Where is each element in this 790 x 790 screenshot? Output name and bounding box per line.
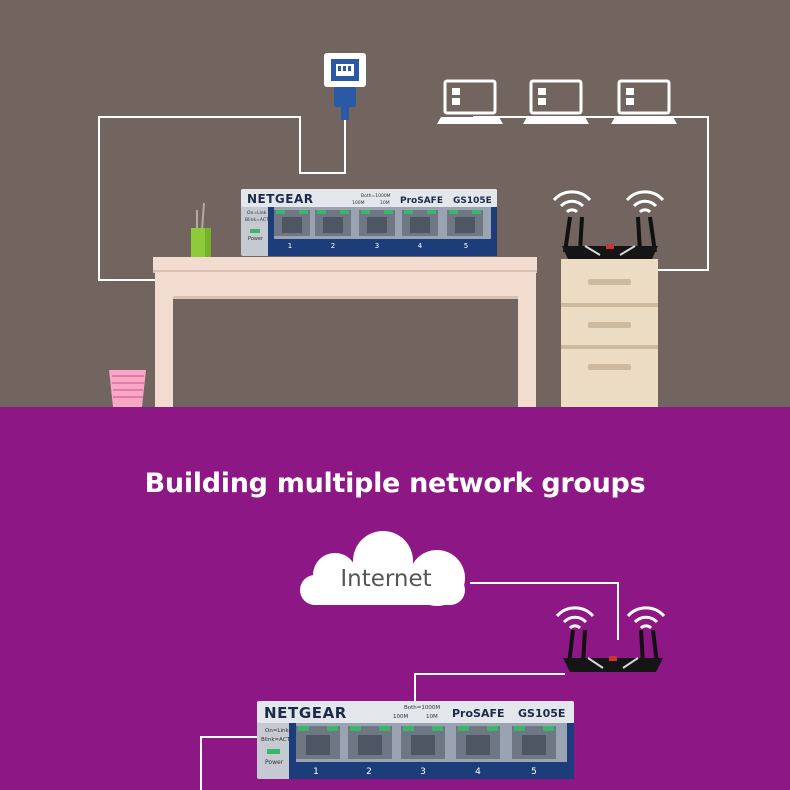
router-icon-bottom bbox=[555, 606, 666, 672]
port-icon bbox=[401, 726, 445, 759]
port-number: 1 bbox=[288, 242, 292, 250]
switch-speed-10: 10M bbox=[426, 714, 438, 720]
port-icon bbox=[348, 726, 392, 759]
port-icon bbox=[296, 726, 340, 759]
port-icon bbox=[274, 210, 310, 236]
laptop-icon-3 bbox=[609, 79, 679, 126]
switch-device-bottom: NETGEAR Both=1000M 100M 10M ProSAFE GS10… bbox=[257, 701, 574, 779]
switch-speed-100: 100M bbox=[352, 200, 365, 206]
switch-speed-line: Both=1000M bbox=[404, 705, 440, 711]
switch-speed-10: 10M bbox=[380, 200, 390, 206]
port-icon bbox=[315, 210, 351, 236]
switch-power-label: Power bbox=[248, 236, 264, 242]
port-number: 2 bbox=[366, 767, 372, 777]
wifi-icon bbox=[626, 606, 666, 630]
switch-brand: NETGEAR bbox=[247, 192, 314, 206]
port-icon bbox=[456, 726, 500, 759]
switch-led-act: Blink=ACT bbox=[245, 217, 269, 223]
switch-speed-line: Both=1000M bbox=[361, 193, 391, 199]
port-icon bbox=[402, 210, 438, 236]
switch-power-label: Power bbox=[265, 759, 284, 766]
wifi-icon bbox=[552, 190, 592, 214]
switch-led-act: Blink=ACT bbox=[261, 737, 291, 743]
router-icon-top bbox=[552, 190, 665, 259]
laptop-icon-1 bbox=[435, 79, 505, 126]
port-icon bbox=[447, 210, 483, 236]
switch-led-link: On=Link bbox=[247, 210, 267, 216]
port-number: 4 bbox=[475, 767, 481, 777]
port-icon bbox=[359, 210, 395, 236]
port-number: 5 bbox=[531, 767, 537, 777]
port-number: 3 bbox=[420, 767, 426, 777]
cable-lines-top bbox=[98, 116, 709, 281]
switch-series: ProSAFE bbox=[400, 196, 443, 206]
switch-model: GS105E bbox=[518, 707, 565, 720]
switch-series: ProSAFE bbox=[452, 707, 505, 720]
switch-device-top: NETGEAR Both=1000M 100M 10M ProSAFE GS10… bbox=[241, 189, 497, 256]
internet-cloud-icon: Internet bbox=[300, 531, 465, 606]
port-number: 5 bbox=[464, 242, 468, 250]
pencil-cup-icon bbox=[191, 202, 211, 257]
port-number: 3 bbox=[375, 242, 379, 250]
port-number: 1 bbox=[313, 767, 319, 777]
wall-jack-icon bbox=[324, 53, 366, 120]
port-number: 4 bbox=[418, 242, 423, 250]
waste-basket-icon bbox=[109, 370, 146, 407]
desk bbox=[153, 257, 537, 407]
port-icon bbox=[512, 726, 556, 759]
switch-speed-100: 100M bbox=[393, 714, 408, 720]
switch-brand: NETGEAR bbox=[264, 704, 347, 722]
switch-led-link: On=Link bbox=[265, 728, 290, 734]
wifi-icon bbox=[555, 606, 595, 630]
drawer-cabinet bbox=[561, 259, 658, 407]
cable-lines-bottom bbox=[200, 582, 619, 790]
internet-label: Internet bbox=[340, 566, 431, 592]
switch-model: GS105E bbox=[453, 196, 492, 206]
wifi-icon bbox=[625, 190, 665, 214]
section-heading: Building multiple network groups bbox=[144, 468, 646, 499]
port-number: 2 bbox=[331, 242, 335, 250]
laptop-icon-2 bbox=[521, 79, 591, 126]
